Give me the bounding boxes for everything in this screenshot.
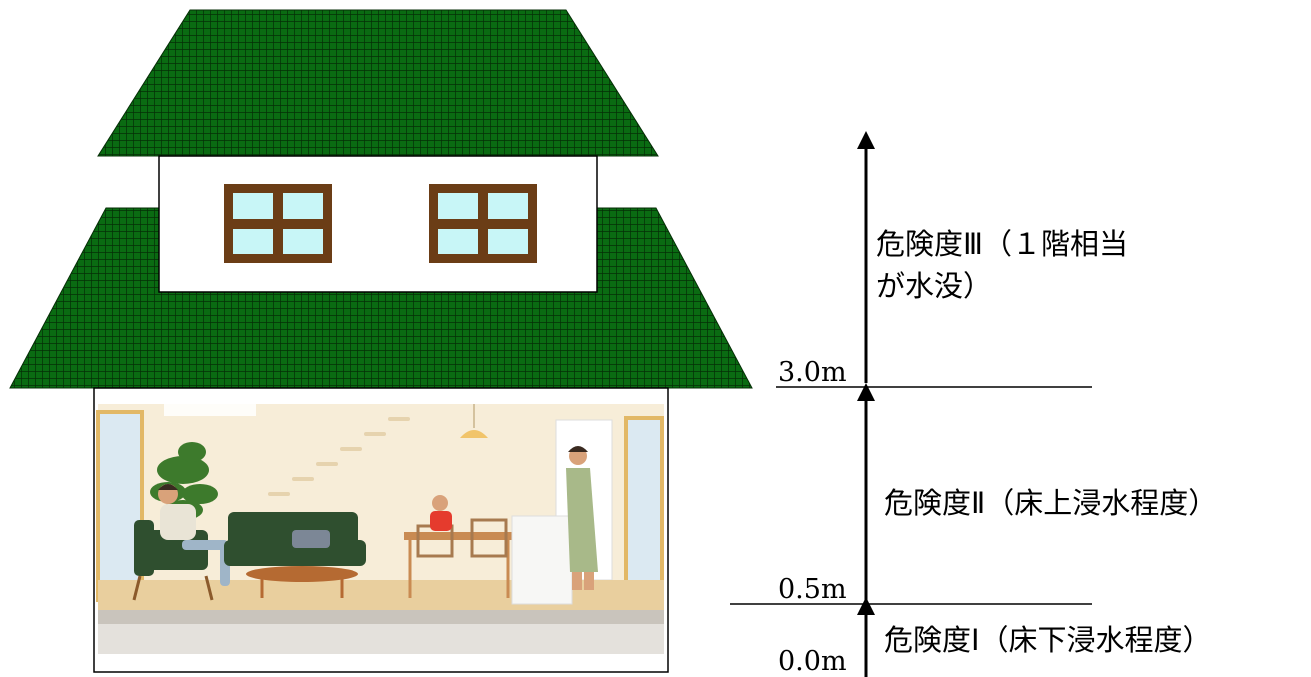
left-window [224, 184, 332, 263]
right-window [429, 184, 537, 263]
zone-label-2: 危険度Ⅱ（床上浸水程度） [884, 486, 1217, 520]
level-label-0-5m: 0.5m [778, 574, 847, 605]
risk-scale: 3.0m 0.5m 0.0m 危険度Ⅲ（１階相当 が水没） 危険度Ⅱ（床上浸水程… [730, 131, 1217, 677]
zone-label-3-line2: が水没） [876, 269, 992, 303]
living-room-illustration [96, 404, 664, 654]
level-label-0-0m: 0.0m [778, 646, 847, 677]
level-label-3-0m: 3.0m [778, 357, 847, 388]
upper-roof [97, 9, 659, 157]
zone-label-1: 危険度Ⅰ（床下浸水程度） [884, 623, 1212, 657]
zone-label-3-line1: 危険度Ⅲ（１階相当 [876, 227, 1128, 261]
house [9, 9, 753, 673]
